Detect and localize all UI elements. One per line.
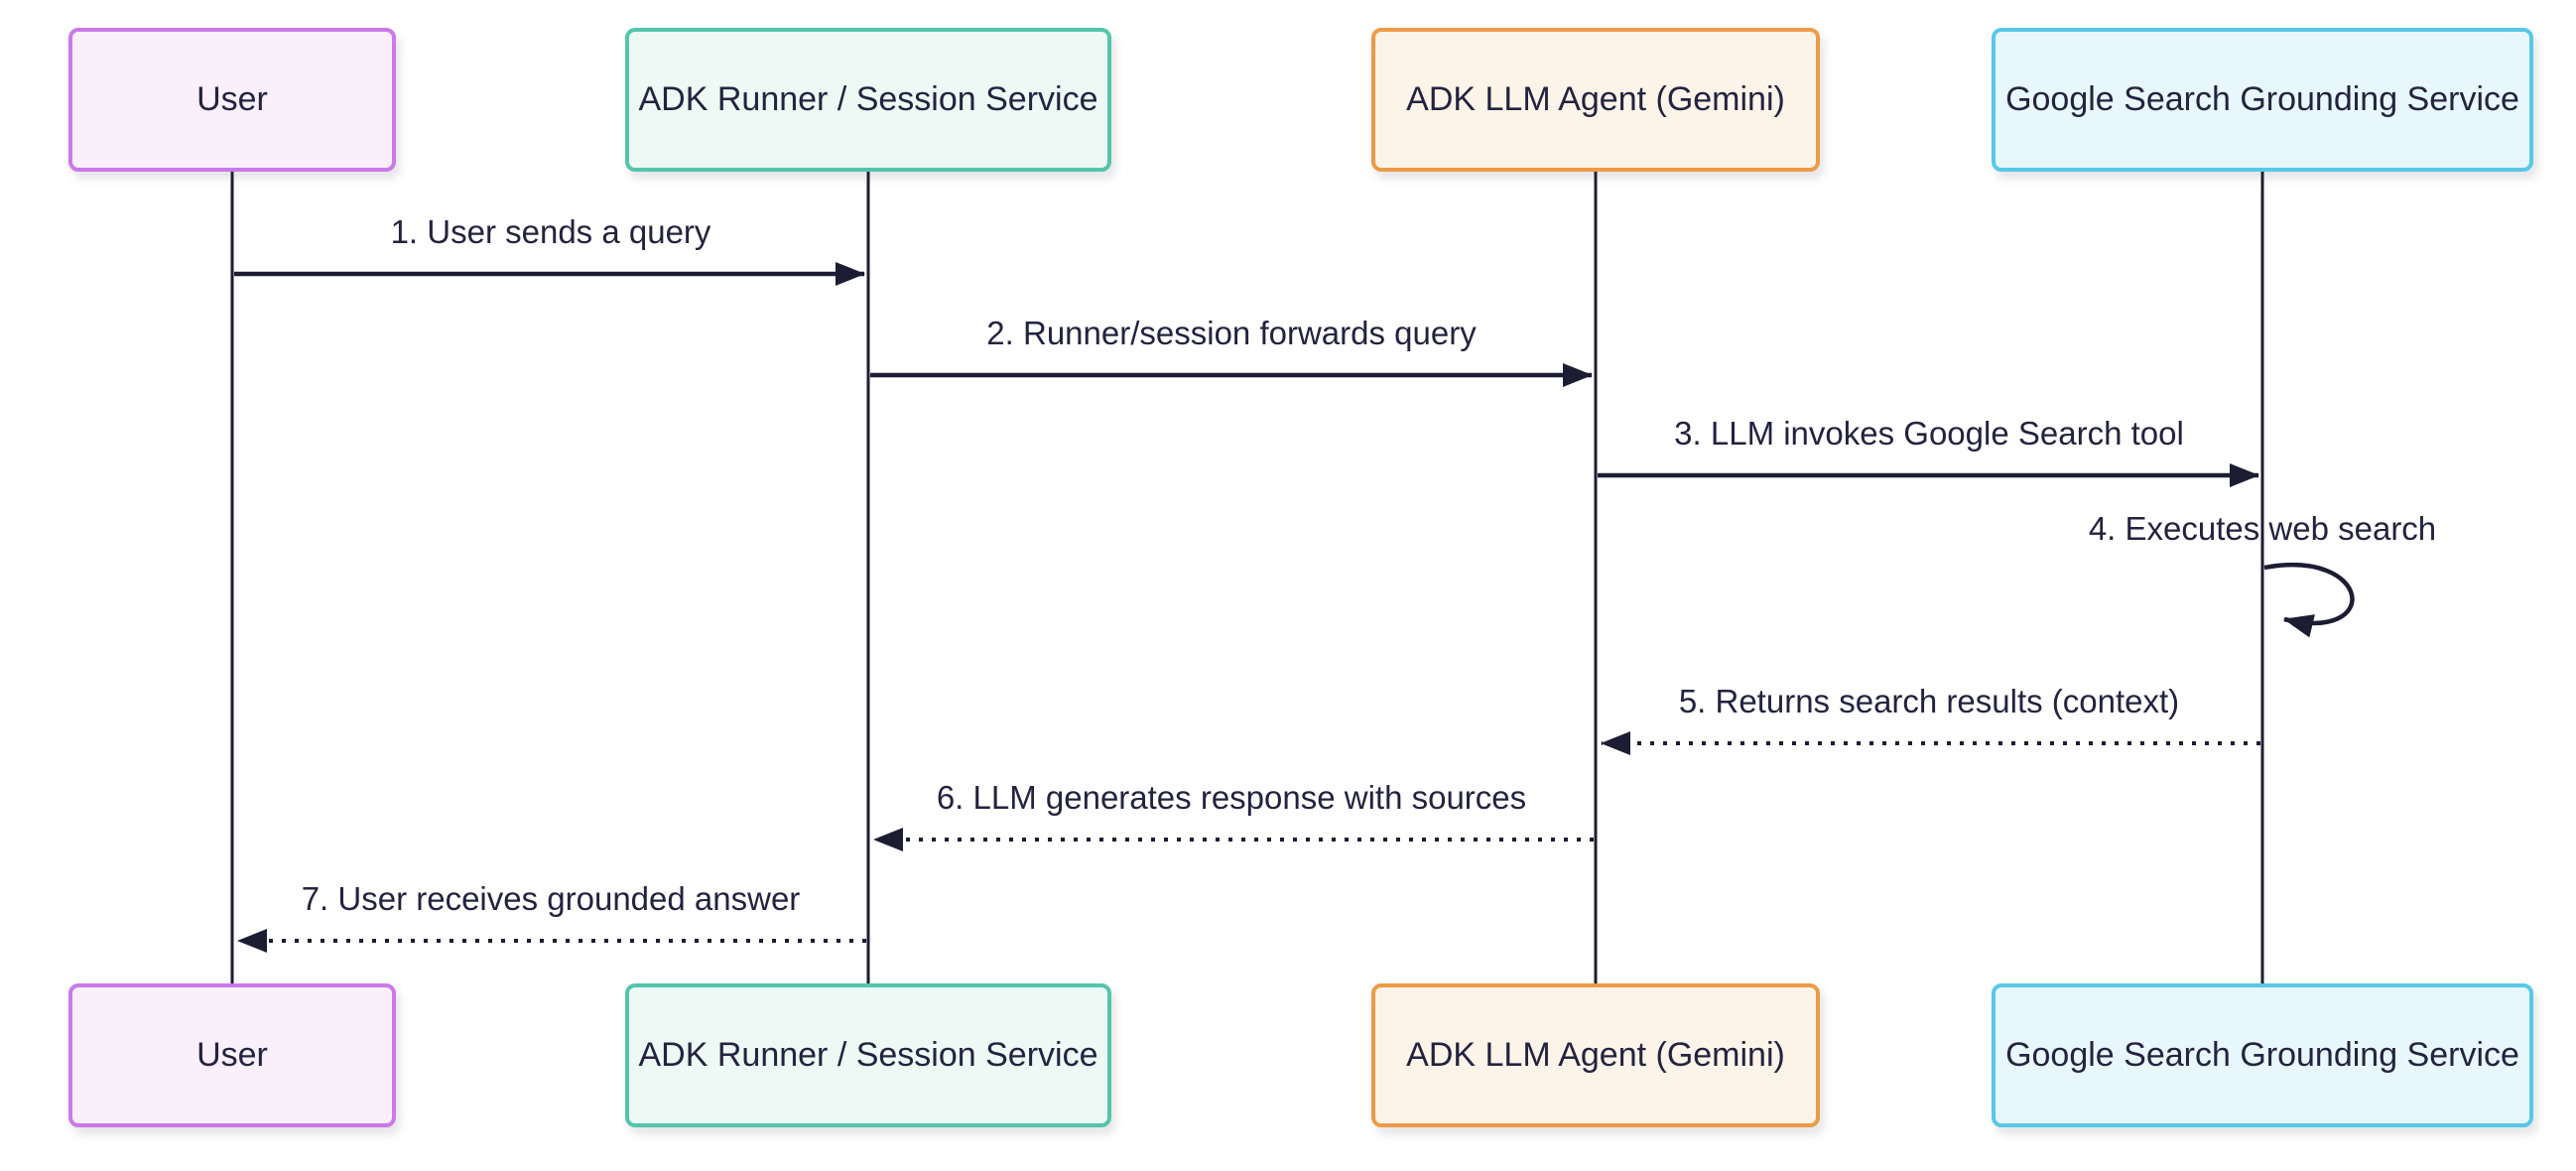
actor-label-runner: ADK Runner / Session Service (638, 1036, 1098, 1074)
actor-label-llm: ADK LLM Agent (Gemini) (1406, 1036, 1785, 1074)
actor-box-google-top: Google Search Grounding Service (1992, 28, 2533, 172)
actor-label-runner: ADK Runner / Session Service (638, 80, 1098, 118)
actor-label-llm: ADK LLM Agent (Gemini) (1406, 80, 1785, 118)
actor-box-runner-bottom: ADK Runner / Session Service (625, 983, 1111, 1127)
actor-label-user: User (196, 80, 268, 118)
actor-label-user: User (196, 1036, 268, 1074)
actor-label-google: Google Search Grounding Service (2005, 1036, 2519, 1074)
actor-label-google: Google Search Grounding Service (2005, 80, 2519, 118)
message-3-label: 3. LLM invokes Google Search tool (1674, 415, 2184, 452)
message-6-label: 6. LLM generates response with sources (936, 779, 1527, 816)
actor-box-google-bottom: Google Search Grounding Service (1992, 983, 2533, 1127)
arrow-4-self-loop-google (2263, 563, 2355, 638)
actor-box-llm-top: ADK LLM Agent (Gemini) (1371, 28, 1820, 172)
actor-box-llm-bottom: ADK LLM Agent (Gemini) (1371, 983, 1820, 1127)
message-4-label: 4. Executes web search (2088, 510, 2437, 547)
actor-box-user-top: User (68, 28, 396, 172)
message-5-label: 5. Returns search results (context) (1678, 683, 2180, 719)
actor-box-user-bottom: User (68, 983, 396, 1127)
message-7-label: 7. User receives grounded answer (301, 880, 801, 917)
message-1-label: 1. User sends a query (390, 213, 711, 250)
message-2-label: 2. Runner/session forwards query (986, 315, 1477, 351)
actor-box-runner-top: ADK Runner / Session Service (625, 28, 1111, 172)
